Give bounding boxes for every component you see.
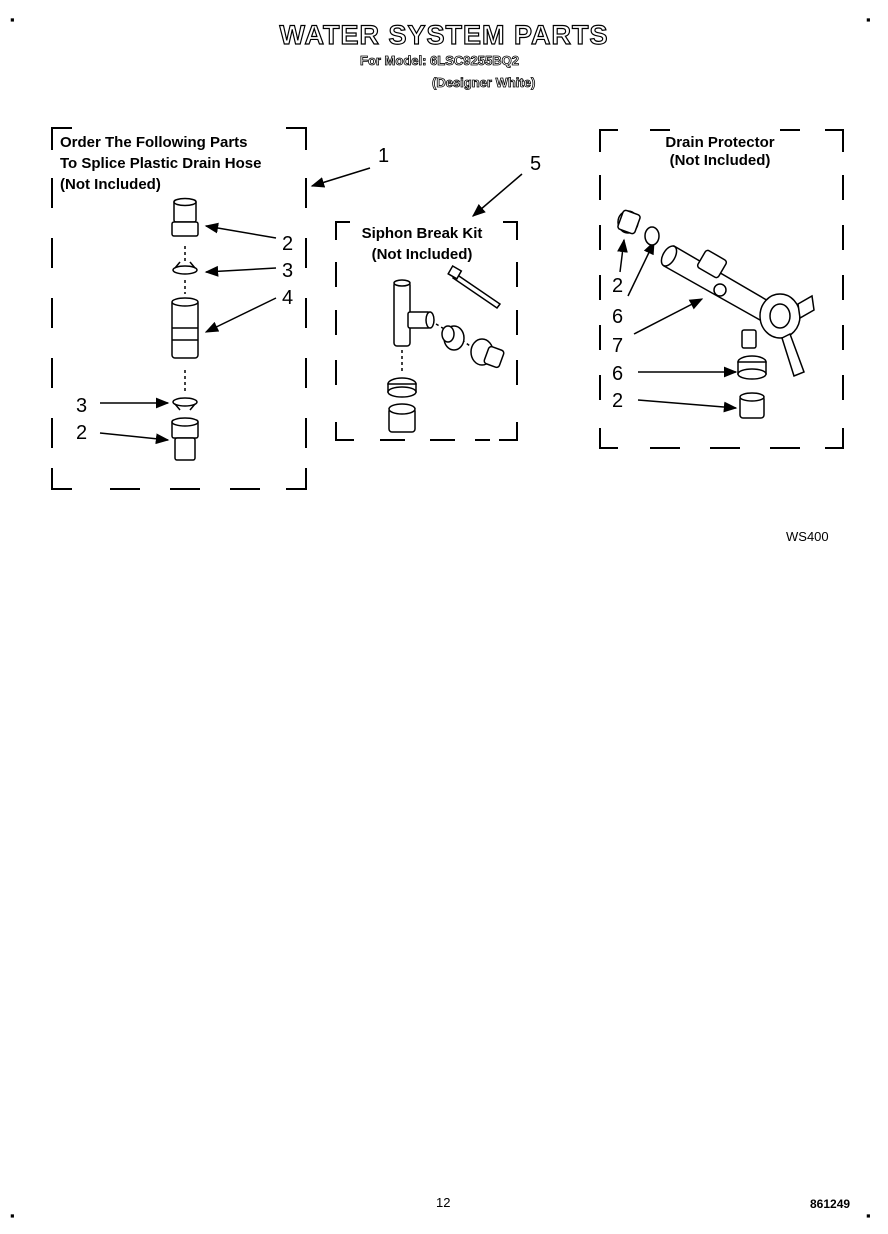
siphon-box-heading: Siphon Break Kit (Not Included) [361, 225, 483, 263]
arrow-icon [204, 265, 277, 277]
corner-mark-icon: ▪ [866, 1208, 871, 1223]
arrow-icon [617, 238, 628, 273]
page-number: 12 [436, 1195, 451, 1210]
callout-1: 1 [378, 145, 390, 167]
arrow-icon [637, 399, 738, 413]
page-title: WATER SYSTEM PARTS [279, 19, 609, 50]
callout-2: 2 [612, 390, 624, 412]
callout-4: 4 [282, 287, 294, 309]
splice-box-border [51, 127, 307, 490]
model-line: For Model: 6LSC9255BQ2 [360, 53, 520, 69]
corner-mark-icon: ▪ [10, 1208, 15, 1223]
arrow-icon [204, 222, 277, 239]
finish-line: (Designer White) [432, 75, 536, 91]
drain-box-border [599, 129, 844, 449]
document-number: 861249 [810, 1197, 851, 1211]
callout-6: 6 [612, 306, 624, 328]
corner-mark-icon: ▪ [866, 12, 871, 27]
callout-3: 3 [76, 395, 88, 417]
arrow-icon [310, 167, 371, 188]
arrow-icon [633, 298, 704, 335]
arrow-icon [471, 173, 523, 217]
arrow-icon [204, 297, 277, 333]
arrow-icon [99, 432, 170, 445]
callout-2: 2 [282, 233, 294, 255]
corner-mark-icon: ▪ [10, 12, 15, 27]
arrow-icon [627, 240, 655, 297]
callout-5: 5 [530, 153, 542, 175]
callout-2: 2 [76, 422, 88, 444]
callout-3: 3 [282, 260, 294, 282]
figure-code: WS400 [786, 529, 829, 544]
siphon-box-border [335, 221, 518, 441]
callout-6: 6 [612, 363, 624, 385]
callout-2: 2 [612, 275, 624, 297]
splice-box-heading: Order The Following Parts To Splice Plas… [60, 134, 262, 193]
callout-7: 7 [612, 335, 624, 357]
drain-box-heading: Drain Protector (Not Included) [665, 134, 775, 169]
